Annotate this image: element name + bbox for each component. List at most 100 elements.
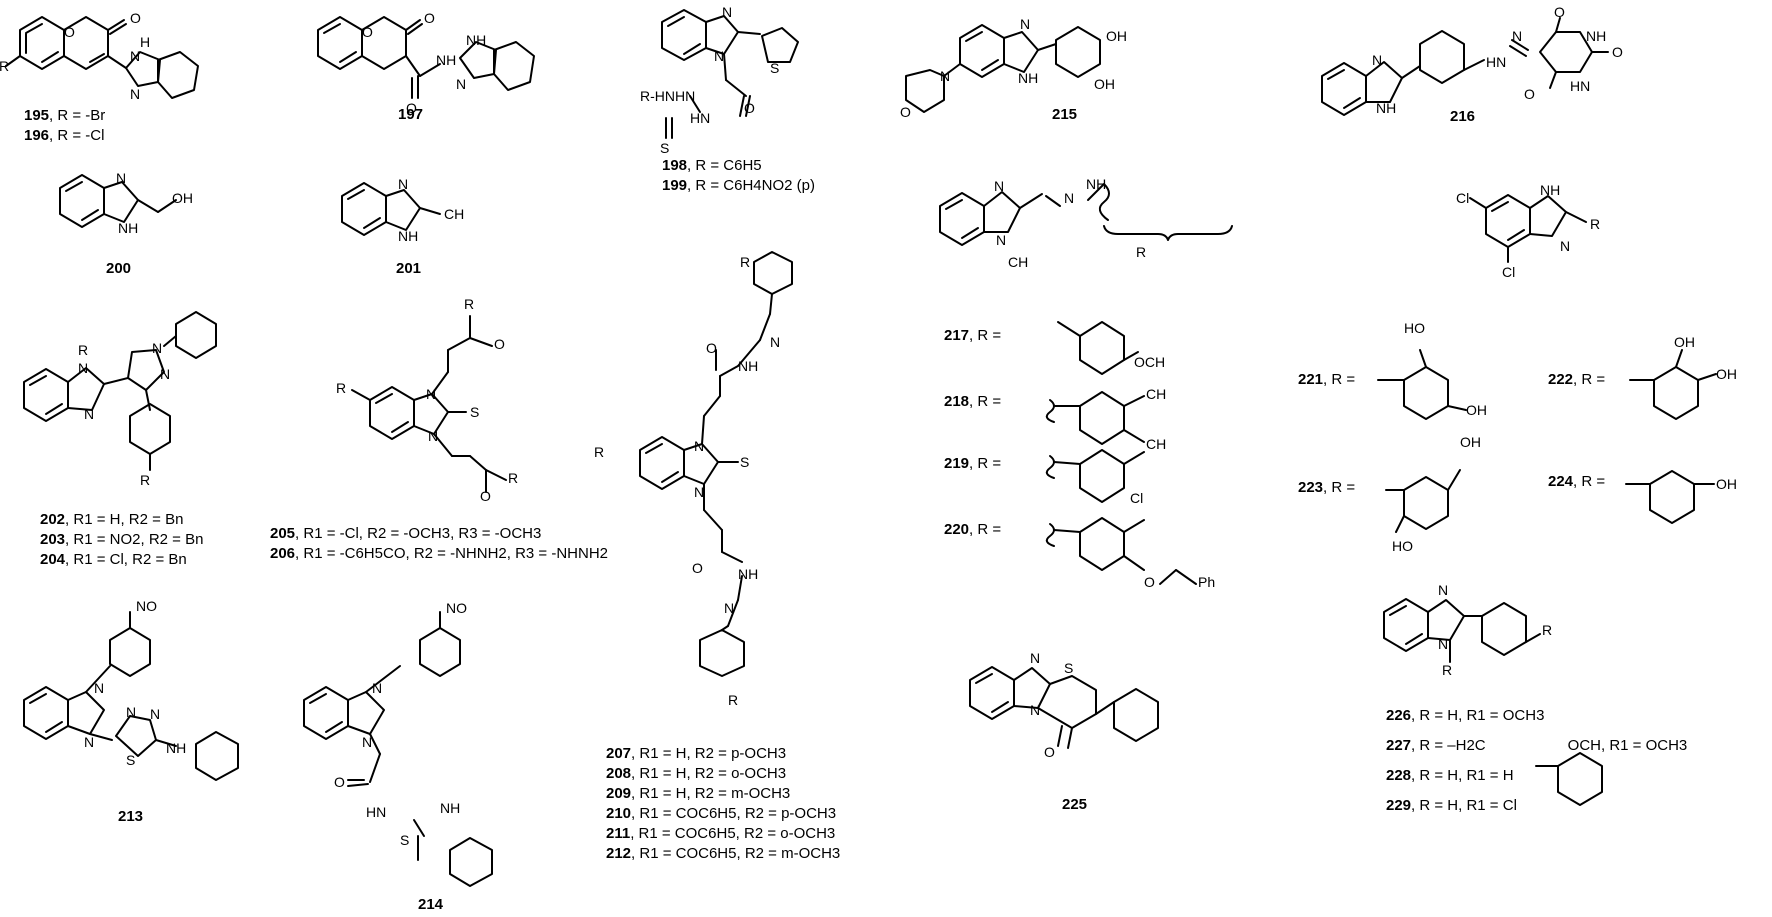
atom-h: H: [140, 34, 151, 50]
compound-number: 199: [662, 177, 688, 194]
structure-195: [5, 16, 199, 99]
structure-224-r: [1625, 470, 1715, 524]
atom-n: N: [714, 48, 725, 64]
caption-195-196: 195, R = -Br 196, R = -Cl: [24, 106, 105, 146]
atom-n: N: [1438, 636, 1449, 652]
atom-ch3: CH: [444, 206, 465, 222]
atom-ho: HO: [1404, 320, 1425, 336]
atom-n: N: [160, 366, 171, 382]
structure-217-r: [1057, 321, 1139, 375]
atom-o: O: [1524, 86, 1535, 102]
atom-s: S: [770, 60, 780, 76]
compound-number: 225: [1062, 796, 1088, 813]
atom-ho: HO: [1392, 538, 1413, 554]
structure-221-r: [1377, 349, 1467, 420]
atom-och3: OCH: [1134, 354, 1166, 370]
caption-221: 221, R =: [1298, 371, 1356, 388]
atom-o: O: [334, 774, 345, 790]
atom-nh: NH: [398, 228, 419, 244]
atom-s: S: [660, 140, 670, 156]
atom-s: S: [126, 752, 136, 768]
caption-224: 224, R =: [1548, 473, 1606, 490]
atom-o: O: [1612, 44, 1623, 60]
atom-n: N: [456, 76, 467, 92]
compound-number: 200: [106, 260, 132, 277]
atom-nh: NH: [738, 358, 759, 374]
atom-n: N: [694, 438, 705, 454]
atom-s: S: [740, 454, 750, 470]
structure-213: [23, 611, 239, 781]
structure-205: [351, 315, 507, 493]
atom-o: O: [406, 100, 417, 116]
compound-number: 198: [662, 157, 688, 174]
atom-s: S: [470, 404, 480, 420]
structure-200: [59, 174, 177, 228]
atom-oh: OH: [1460, 434, 1481, 450]
structure-226: [1383, 598, 1541, 663]
atom-cl: Cl: [1130, 490, 1144, 506]
structure-223-r: [1385, 469, 1461, 533]
compound-number: 201: [396, 260, 422, 277]
atom-s: S: [1064, 660, 1074, 676]
atom-s: S: [400, 832, 410, 848]
atom-n: N: [362, 734, 373, 750]
atom-nh: NH: [166, 740, 187, 756]
atom-n: N: [150, 706, 161, 722]
atom-n: N: [1030, 702, 1041, 718]
structure-220-r: [1045, 517, 1197, 585]
atom-och3: OCH: [1567, 737, 1601, 754]
atom-oh: OH: [1094, 76, 1115, 92]
atom-nh: NH: [436, 52, 457, 68]
atom-no2: NO: [446, 600, 467, 616]
atom-r2: R: [78, 342, 89, 358]
atom-oh: OH: [172, 190, 193, 206]
atom-o: O: [1144, 574, 1155, 590]
atom-r: R: [1442, 662, 1453, 678]
atom-r: R: [1590, 216, 1601, 232]
atom-nh: NH: [466, 32, 487, 48]
atom-n: N: [1372, 52, 1383, 68]
caption-222: 222, R =: [1548, 371, 1606, 388]
atom-r2: R: [508, 470, 519, 486]
atom-n: N: [94, 680, 105, 696]
compound-number: 214: [418, 896, 444, 913]
caption-223: 223, R =: [1298, 479, 1356, 496]
atom-o: O: [706, 340, 717, 356]
atom-o: O: [130, 10, 141, 26]
atom-n: N: [130, 86, 141, 102]
structure-197: [317, 16, 535, 99]
atom-hn: HN: [1486, 54, 1507, 70]
atom-n: N: [126, 704, 137, 720]
compound-number: 196: [24, 127, 50, 144]
atom-n: N: [940, 68, 951, 84]
atom-n: N: [1030, 650, 1041, 666]
atom-n: N: [84, 734, 95, 750]
atom-n: N: [996, 232, 1007, 248]
atom-hnnh: HN: [366, 804, 387, 820]
compound-number: 216: [1450, 108, 1476, 125]
structure-225: [969, 666, 1159, 749]
structure-218-r: [1045, 391, 1145, 445]
structure-215: [905, 24, 1101, 113]
atom-oh: OH: [1466, 402, 1487, 418]
atom-oh: OH: [1106, 28, 1127, 44]
atom-o: O: [744, 100, 755, 116]
caption-217: 217, R =: [944, 327, 1002, 344]
atom-n: N: [398, 176, 409, 192]
structure-227-r: [1535, 752, 1603, 806]
caption-220: 220, R =: [944, 521, 1002, 538]
atom-n: N: [694, 484, 705, 500]
atom-n: N: [372, 680, 383, 696]
structure-202: [23, 311, 217, 471]
structure-221-core: [1469, 194, 1587, 263]
atom-n: N: [426, 386, 437, 402]
atom-o: O: [424, 10, 435, 26]
atom-r1: R: [594, 444, 605, 460]
atom-o: O: [362, 24, 373, 40]
atom-r1: R: [140, 472, 151, 488]
caption-219: 219, R =: [944, 455, 1002, 472]
atom-o: O: [64, 24, 75, 40]
atom-nh: NH: [118, 220, 139, 236]
